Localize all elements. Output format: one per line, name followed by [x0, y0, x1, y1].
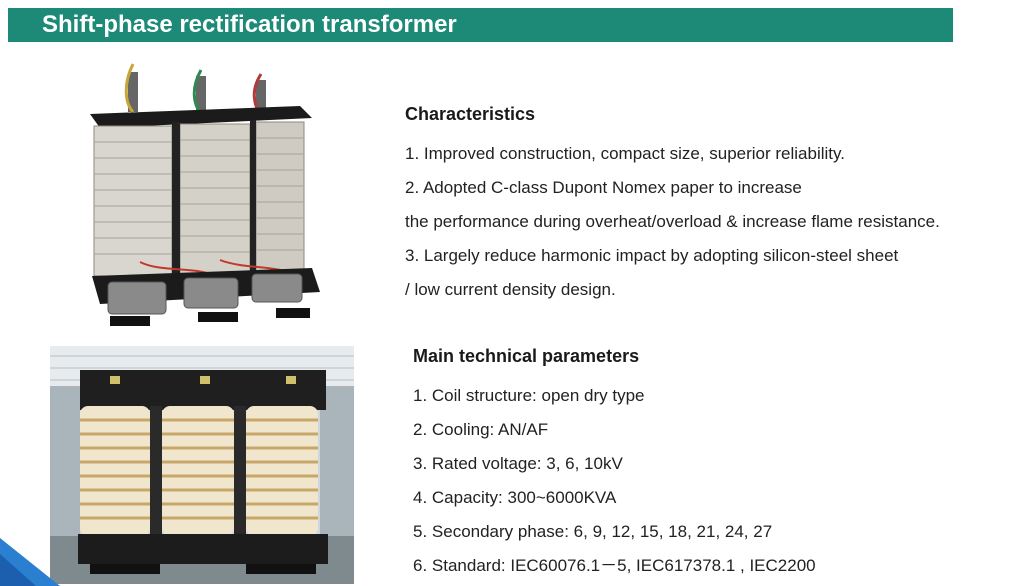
characteristics-line: 2. Adopted C-class Dupont Nomex paper to… [405, 178, 802, 197]
characteristics-line: / low current density design. [405, 280, 616, 299]
characteristics-line: 3. Largely reduce harmonic impact by ado… [405, 246, 899, 265]
characteristics-section: Characteristics 1. Improved construction… [405, 103, 940, 307]
coil-middle [162, 406, 234, 536]
bushing-left [124, 63, 138, 114]
transformer-photo-bottom [50, 346, 354, 584]
title-bar: Shift-phase rectification transformer [8, 8, 953, 42]
slide-title: Shift-phase rectification transformer [42, 11, 457, 38]
bushing-middle [192, 69, 206, 115]
parameter-line: 3. Rated voltage: 3, 6, 10kV [413, 454, 623, 473]
parameter-line: 4. Capacity: 300~6000KVA [413, 488, 617, 507]
transformer-photo-top [80, 62, 338, 340]
coil-right [246, 406, 318, 536]
characteristics-line: the performance during overheat/overload… [405, 212, 940, 231]
parameter-line: 5. Secondary phase: 6, 9, 12, 15, 18, 21… [413, 522, 773, 541]
coil-left [80, 406, 150, 536]
parameter-line: 2. Cooling: AN/AF [413, 420, 549, 439]
characteristics-line: 1. Improved construction, compact size, … [405, 144, 845, 163]
parameters-heading: Main technical parameters [413, 346, 640, 366]
characteristics-heading: Characteristics [405, 104, 536, 124]
corner-decoration [0, 538, 60, 586]
parameters-section: Main technical parameters 1. Coil struct… [413, 345, 816, 583]
parameter-line: 6. Standard: IEC60076.1－5, IEC617378.1 ,… [413, 556, 816, 575]
parameter-line: 1. Coil structure: open dry type [413, 386, 645, 405]
